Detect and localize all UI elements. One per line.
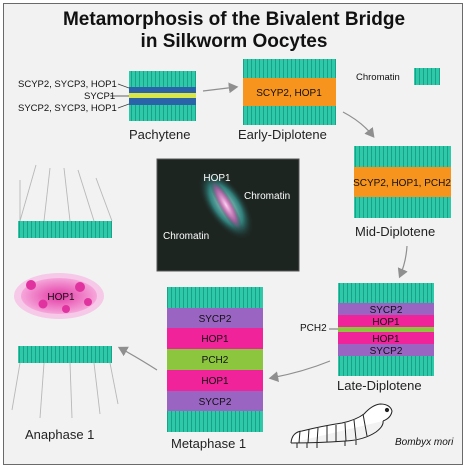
late-diplotene-band-hop1-bottom-label: HOP1 <box>372 334 400 345</box>
metaphase-1-band-hop1-bottom-label: HOP1 <box>201 376 229 387</box>
anaphase-fiber-bot-1 <box>11 362 21 411</box>
micrograph: HOP1 Chromatin Chromatin <box>156 158 300 272</box>
anaphase-1-chromatin-top <box>18 221 112 238</box>
early-diplotene-stage-name: Early-Diplotene <box>238 127 327 142</box>
anaphase-1-chromatin-bottom <box>18 346 112 363</box>
late-diplotene-chromatin-top <box>338 283 434 303</box>
arrow-late-to-metaphase <box>268 360 331 382</box>
metaphase-1-band-sycp2-bottom-label: SYCP2 <box>199 397 232 408</box>
legend-chromatin-label: Chromatin <box>356 72 400 83</box>
late-diplotene-band-pch2 <box>338 327 434 332</box>
late-diplotene-band-sycp2-top <box>338 303 434 315</box>
micrograph-label-chromatin-left: Chromatin <box>163 231 209 242</box>
species-name: Bombyx mori <box>395 437 454 448</box>
metaphase-1-band-sycp2-top <box>167 308 263 328</box>
pachytene-label-top: SCYP2, SYCP3, HOP1 <box>18 79 117 90</box>
title-line-2: in Silkworm Oocytes <box>140 31 328 52</box>
metaphase-1-chromatin-top <box>167 287 263 308</box>
anaphase-hop1-dot-1 <box>26 280 36 290</box>
mid-diplotene-band <box>354 167 451 197</box>
arrow-metaphase-to-anaphase <box>117 346 158 371</box>
metaphase-1-stage-name: Metaphase 1 <box>171 436 247 451</box>
arrow-early-to-mid <box>342 111 375 138</box>
pachytene-label-mid: SYCP1 <box>84 91 116 102</box>
anaphase-fiber-top-4 <box>77 169 95 222</box>
anaphase-1-stage-name: Anaphase 1 <box>25 427 95 442</box>
anaphase-fiber-top-5 <box>95 177 113 222</box>
early-diplotene-structure: SCYP2, HOP1 <box>243 59 336 125</box>
anaphase-1-structure: HOP1 <box>11 164 119 419</box>
micrograph-label-hop1: HOP1 <box>203 173 231 184</box>
anaphase-hop1-dot-4 <box>84 298 92 306</box>
metaphase-1-band-pch2-label: PCH2 <box>202 355 229 366</box>
metaphase-1-band-sycp2-top-label: SYCP2 <box>199 314 232 325</box>
anaphase-fiber-bot-4 <box>93 362 101 415</box>
metaphase-1-band-hop1-bottom <box>167 370 263 391</box>
anaphase-fiber-top-1 <box>19 164 37 222</box>
pachytene-label-bottom: SYCP2, SYCP3, HOP1 <box>18 103 117 114</box>
metaphase-1-structure: SYCP2 HOP1 PCH2 HOP1 SYCP2 <box>167 287 263 432</box>
anaphase-fiber-bot-2 <box>39 362 45 419</box>
metaphase-1-chromatin-bottom <box>167 411 263 432</box>
late-diplotene-band-sycp2-bottom <box>338 344 434 356</box>
mid-diplotene-structure: SCYP2, HOP1, PCH2 <box>353 146 451 218</box>
pachytene-sycp1-central <box>129 93 196 98</box>
micrograph-hop1-signal <box>209 177 243 233</box>
micrograph-border <box>156 158 300 272</box>
metaphase-1-band-sycp2-bottom <box>167 391 263 411</box>
pachytene-chromatin-top <box>129 71 196 87</box>
early-diplotene-band <box>243 78 336 106</box>
legend-chromatin-swatch <box>414 68 440 85</box>
late-diplotene-band-hop1-top <box>338 315 434 327</box>
pachytene-structure <box>110 71 196 121</box>
pachytene-leader-bottom <box>117 103 130 109</box>
anaphase-fiber-top-2 <box>43 167 51 222</box>
mid-diplotene-chromatin-top <box>354 146 451 167</box>
anaphase-1-blob-label: HOP1 <box>47 292 75 303</box>
title-line-1: Metamorphosis of the Bivalent Bridge <box>62 9 406 30</box>
early-diplotene-chromatin-top <box>243 59 336 78</box>
anaphase-hop1-dot-5 <box>62 305 70 313</box>
metaphase-1-band-hop1-top-label: HOP1 <box>201 334 229 345</box>
pachytene-stage-name: Pachytene <box>129 127 191 142</box>
anaphase-fiber-top-3 <box>63 167 71 222</box>
anaphase-fiber-bot-5 <box>109 362 119 405</box>
late-diplotene-band-sycp2-bottom-label: SYCP2 <box>370 346 403 357</box>
late-diplotene-band-hop1-bottom <box>338 332 434 344</box>
mid-diplotene-band-label: SCYP2, HOP1, PCH2 <box>353 178 451 189</box>
late-diplotene-chromatin-bottom <box>338 356 434 376</box>
late-diplotene-stage-name: Late-Diplotene <box>337 378 422 393</box>
metaphase-1-band-hop1-top <box>167 328 263 349</box>
late-diplotene-band-hop1-top-label: HOP1 <box>372 317 400 328</box>
early-diplotene-chromatin-bottom <box>243 106 336 125</box>
silkworm-illustration <box>290 403 393 448</box>
late-diplotene-band-sycp2-top-label: SYCP2 <box>370 305 403 316</box>
micrograph-label-chromatin-right: Chromatin <box>244 191 290 202</box>
metaphase-1-band-pch2 <box>167 349 263 370</box>
arrow-pachytene-to-early <box>202 82 239 94</box>
late-diplotene-pch2-callout: PCH2 <box>300 323 327 334</box>
mid-diplotene-stage-name: Mid-Diplotene <box>355 224 436 239</box>
arrow-mid-to-late <box>397 245 408 279</box>
late-diplotene-structure: SYCP2 HOP1 HOP1 SYCP2 <box>329 283 434 376</box>
pachytene-leader-top <box>117 83 130 89</box>
early-diplotene-band-label: SCYP2, HOP1 <box>256 88 322 99</box>
anaphase-hop1-dot-3 <box>75 282 85 292</box>
anaphase-fiber-bot-3 <box>69 362 73 419</box>
pachytene-chromatin-bottom <box>129 105 196 121</box>
anaphase-hop1-dot-2 <box>38 299 48 309</box>
mid-diplotene-chromatin-bottom <box>354 197 451 218</box>
